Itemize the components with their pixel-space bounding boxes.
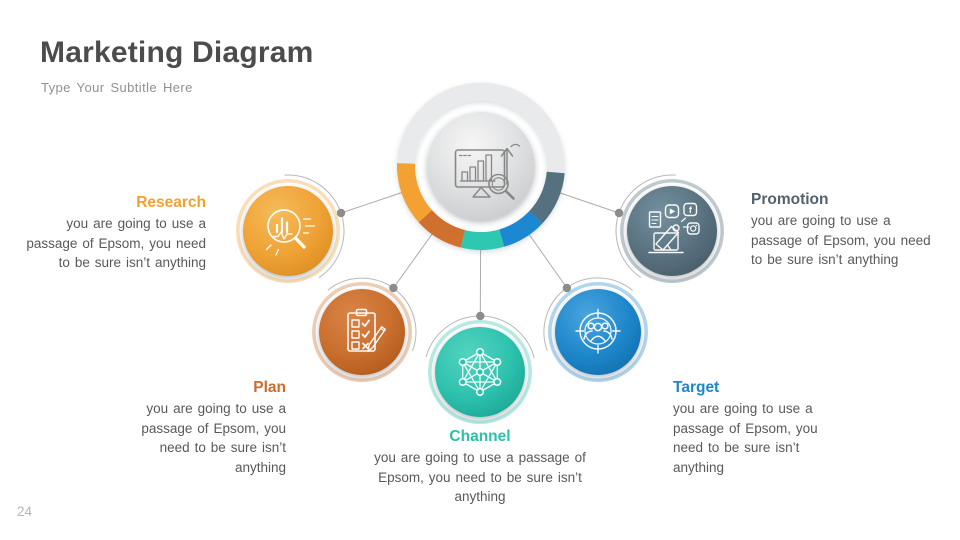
node-circle-plan [312, 282, 412, 382]
node-description-plan: you are going to use a passage of Epsom,… [141, 401, 286, 476]
network-nodes-icon [458, 347, 502, 397]
audience-target-icon [575, 308, 621, 354]
page-title: Marketing Diagram [40, 36, 314, 69]
node-description-research: you are going to use a passage of Epsom,… [26, 216, 206, 271]
page-subtitle: Type Your Subtitle Here [41, 80, 193, 95]
node-label-target: Target [673, 379, 720, 396]
megaphone-social-icon: f [648, 202, 700, 254]
connector-dots [336, 208, 624, 321]
hub [396, 82, 565, 250]
node-description-promotion: you are going to use a passage of Epsom,… [751, 213, 931, 268]
svg-text:f: f [689, 205, 693, 215]
node-circle-promotion: f [620, 179, 724, 283]
magnifier-analytics-icon [265, 209, 316, 256]
node-label-channel: Channel [449, 428, 511, 445]
page-number: 24 [17, 504, 33, 519]
analytics-dashboard-icon [454, 143, 521, 200]
node-label-research: Research [136, 194, 206, 211]
node-text-target: Target you are going to use a passage of… [673, 378, 848, 478]
node-label-promotion: Promotion [751, 191, 829, 208]
hub-inner-circle [427, 112, 535, 220]
node-circle-target [548, 282, 648, 382]
node-circle-research [236, 179, 340, 283]
node-text-promotion: Promotion you are going to use a passage… [751, 190, 931, 270]
node-description-channel: you are going to use a passage of Epsom,… [374, 450, 586, 505]
node-circle-channel [428, 320, 532, 424]
node-text-plan: Plan you are going to use a passage of E… [114, 378, 286, 478]
hub-ring [396, 82, 565, 250]
node-text-channel: Channel you are going to use a passage o… [373, 427, 587, 507]
node-text-research: Research you are going to use a passage … [16, 193, 206, 273]
node-description-target: you are going to use a passage of Epsom,… [673, 401, 818, 476]
node-label-plan: Plan [253, 379, 286, 396]
checklist-pencil-icon [347, 308, 386, 353]
